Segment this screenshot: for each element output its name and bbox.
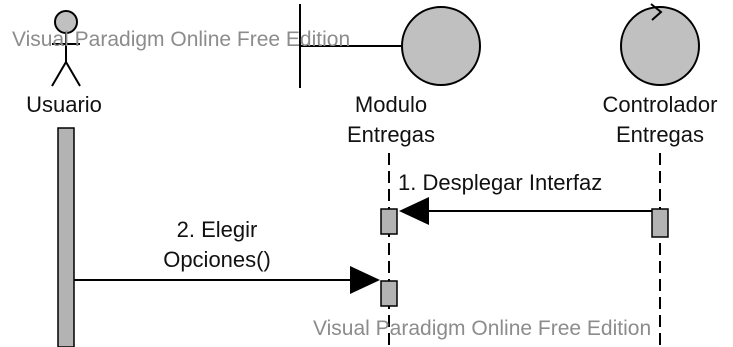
boundary-label-line2: Entregas — [347, 122, 435, 147]
control-icon — [620, 3, 700, 86]
message-2-label-line2: Opciones() — [163, 247, 271, 272]
control-activation — [651, 208, 669, 238]
actor-activation-bar — [57, 127, 75, 347]
boundary-activation-2 — [380, 280, 398, 307]
watermark-bottom: Visual Paradigm Online Free Edition — [313, 317, 651, 340]
actor-stick-figure-icon — [51, 10, 81, 87]
message-2[interactable]: 2. Elegir Opciones() — [74, 217, 380, 294]
boundary-label-line1: Modulo — [355, 92, 427, 117]
boundary-activation-1 — [380, 208, 398, 235]
message-2-arrowhead — [350, 266, 380, 294]
control-label-line1: Controlador — [603, 92, 718, 117]
actor-label: Usuario — [26, 92, 102, 117]
boundary-modulo-entregas[interactable]: Modulo Entregas — [299, 4, 481, 147]
actor-usuario[interactable]: Usuario — [26, 10, 102, 117]
boundary-icon — [299, 4, 481, 88]
message-1-label: 1. Desplegar Interfaz — [398, 170, 602, 195]
watermark-top: Visual Paradigm Online Free Edition — [12, 28, 350, 51]
message-1-arrowhead — [399, 197, 429, 225]
message-2-label-line1: 2. Elegir — [177, 217, 258, 242]
message-1[interactable]: 1. Desplegar Interfaz — [398, 170, 652, 225]
control-label-line2: Entregas — [616, 122, 704, 147]
control-controlador-entregas[interactable]: Controlador Entregas — [603, 3, 718, 147]
